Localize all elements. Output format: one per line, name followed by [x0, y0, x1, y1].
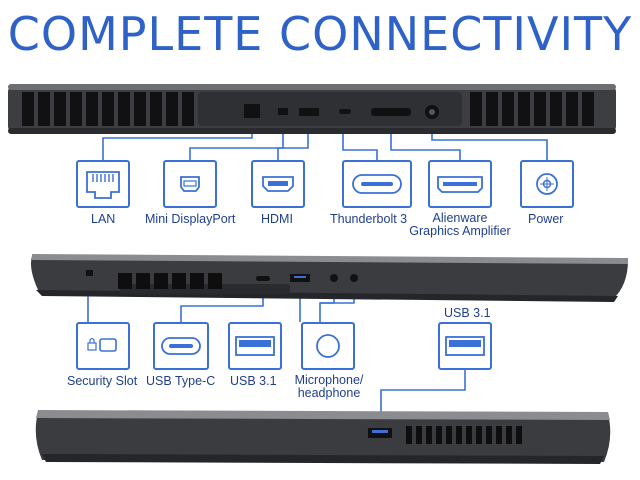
- lan-port-box: [76, 160, 130, 208]
- lan-port-icon: [86, 171, 120, 199]
- usb-3-1-icon: [235, 336, 275, 356]
- mini-displayport-box: [163, 160, 217, 208]
- graphics-amplifier-label-line2: Graphics Amplifier: [409, 224, 511, 238]
- laptop-right-chassis: [35, 410, 611, 464]
- power-label: Power: [528, 212, 564, 226]
- usb-3-1-label-left: USB 3.1: [230, 374, 277, 388]
- thunderbolt-label: Thunderbolt 3: [330, 212, 408, 226]
- audio-jack-label-line1: Microphone/: [294, 373, 364, 387]
- hdmi-port-box: [251, 160, 305, 208]
- audio-jack-icon: [316, 334, 340, 358]
- graphics-amplifier-label-line1: Alienware: [432, 211, 488, 225]
- security-slot-box: [76, 322, 130, 370]
- hdmi-label: HDMI: [261, 212, 293, 226]
- usb-type-c-icon: [161, 337, 201, 355]
- thunderbolt-port-box: [342, 160, 412, 208]
- usb-3-1-box-right: [438, 322, 492, 370]
- hdmi-port-icon: [262, 176, 294, 192]
- audio-jack-label: Microphone/ headphone: [284, 374, 374, 400]
- laptop-rear-view: [8, 80, 616, 140]
- audio-jack-label-line2: headphone: [297, 386, 361, 400]
- mini-displayport-icon: [180, 176, 200, 192]
- laptop-left-side-view: [28, 240, 632, 310]
- thunderbolt-port-icon: [352, 174, 402, 194]
- power-port-box: [520, 160, 574, 208]
- usb-3-1-label-right: USB 3.1: [444, 306, 491, 320]
- power-port-icon: [536, 173, 558, 195]
- usb-type-c-box: [153, 322, 209, 370]
- usb-3-1-icon: [445, 336, 485, 356]
- usb-type-c-label: USB Type-C: [146, 374, 216, 388]
- graphics-amplifier-label: Alienware Graphics Amplifier: [400, 212, 520, 238]
- audio-jack-box: [301, 322, 355, 370]
- laptop-left-chassis: [31, 254, 628, 302]
- security-slot-icon: [87, 337, 117, 352]
- graphics-amplifier-port-box: [428, 160, 492, 208]
- mini-displayport-label: Mini DisplayPort: [145, 212, 236, 226]
- security-slot-label: Security Slot: [67, 374, 138, 388]
- lan-label: LAN: [91, 212, 116, 226]
- graphics-amplifier-port-icon: [437, 176, 483, 193]
- usb-3-1-box: [228, 322, 282, 370]
- laptop-right-side-view: [28, 392, 618, 472]
- laptop-rear-chassis: [8, 84, 616, 134]
- page-title: COMPLETE CONNECTIVITY: [7, 7, 633, 61]
